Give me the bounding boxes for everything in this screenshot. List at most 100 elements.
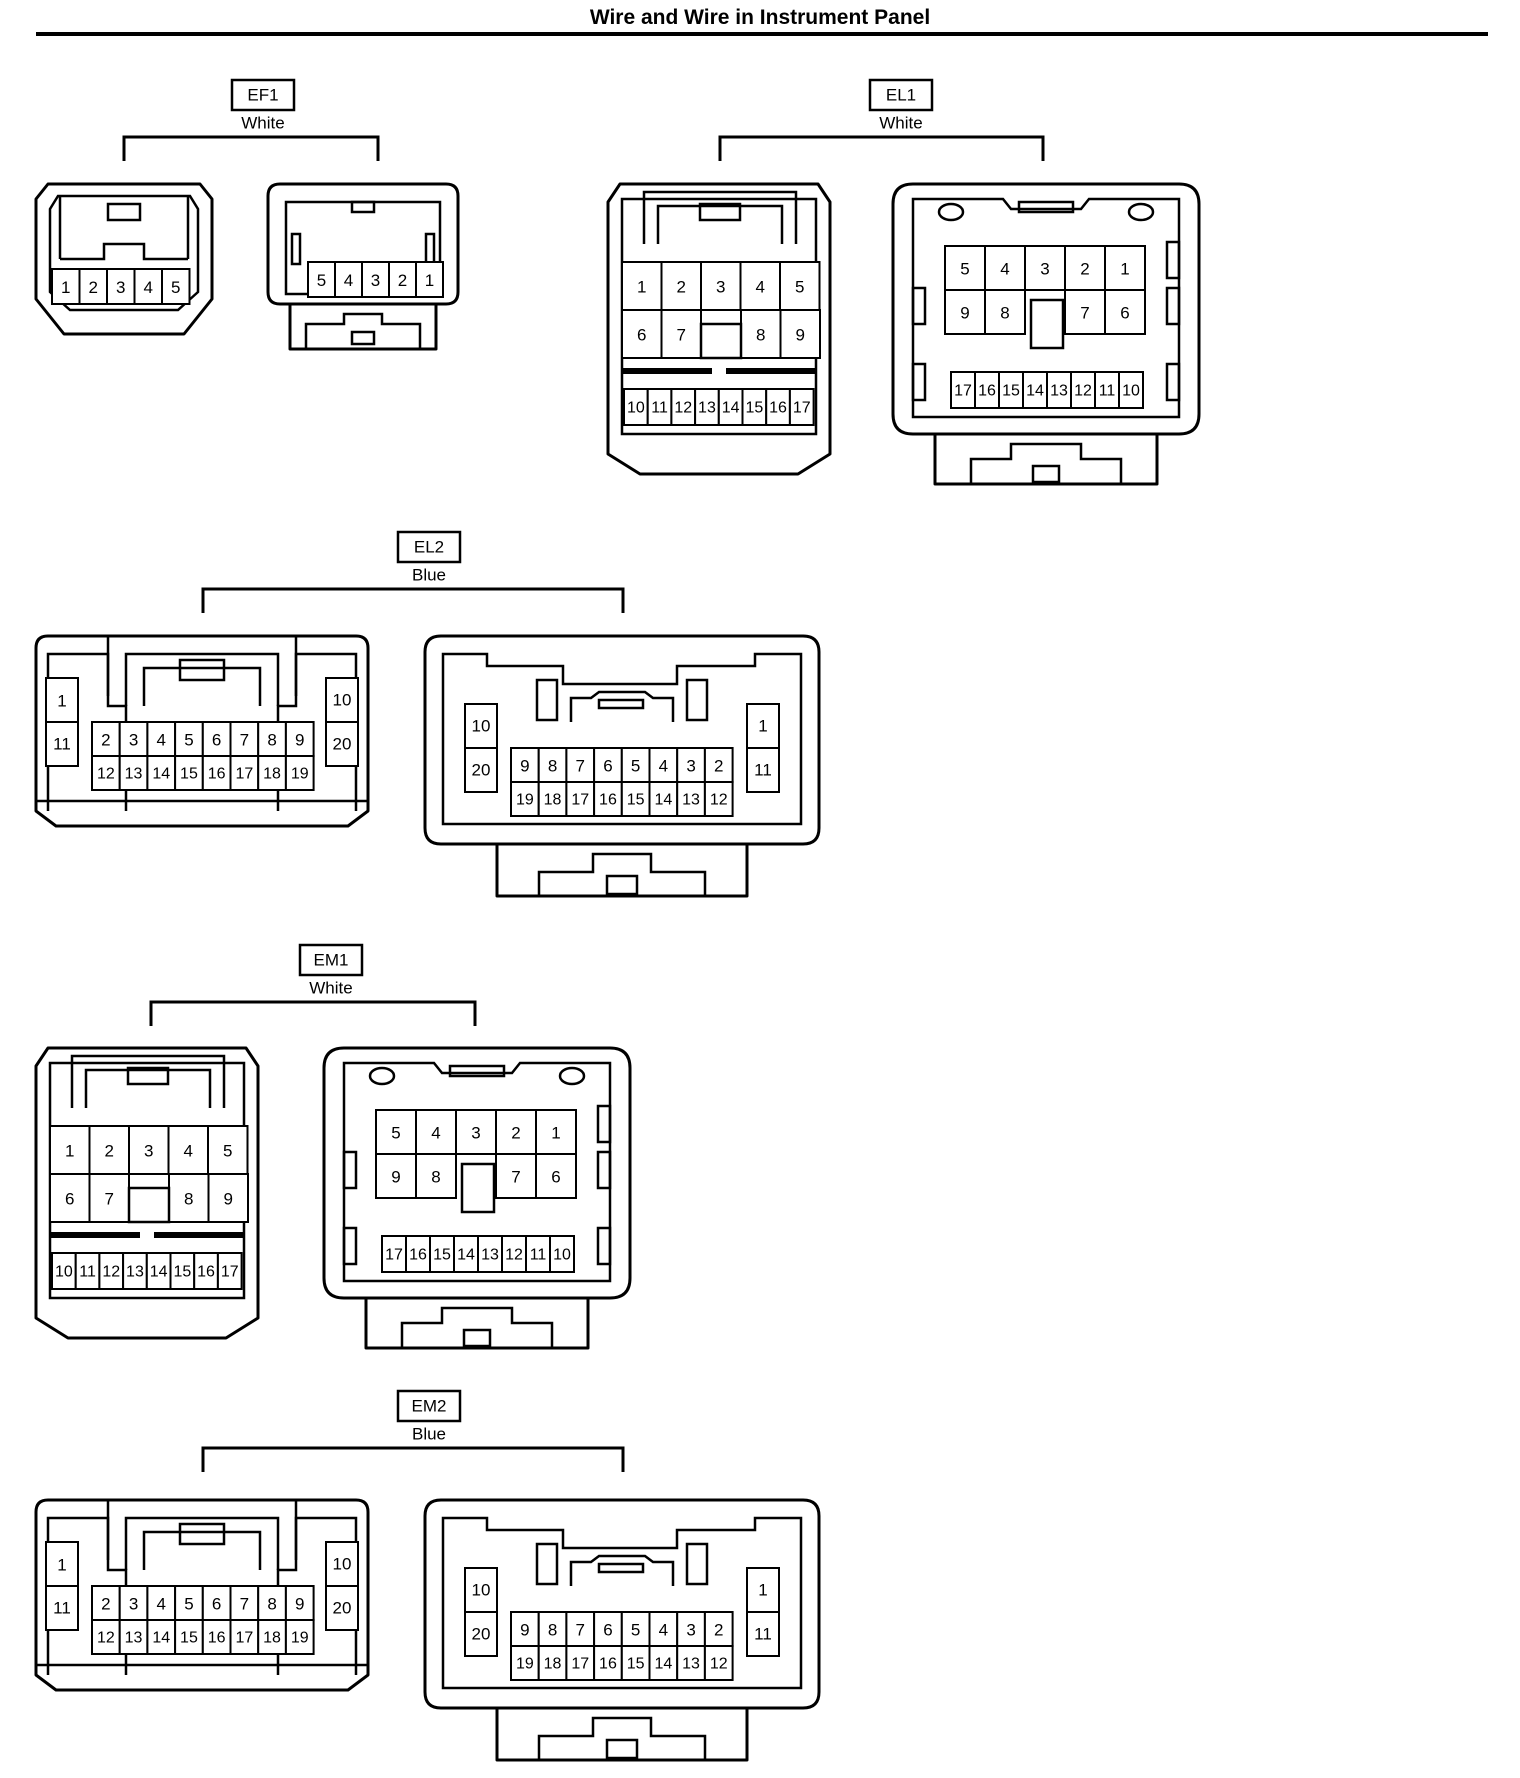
lock-housing [364,1296,590,1350]
connector-inner [342,1061,612,1283]
pin-number: 1 [61,278,70,297]
pin-number: 13 [698,400,716,417]
pin-number: 16 [197,1264,215,1281]
pin-number: 11 [754,1625,772,1644]
pin-number: 3 [371,271,380,290]
pin-number: 10 [472,717,491,736]
pin-cell [593,1611,623,1647]
pin-cell [1064,289,1106,335]
side-key [535,678,559,722]
side-key [424,232,436,266]
connector-color: White [241,114,284,133]
pin-number: 8 [1000,304,1009,323]
pin-number: 17 [793,400,811,417]
pin-number: 17 [571,792,589,809]
pin-cell [1022,371,1048,409]
pin-number: 7 [576,1621,585,1640]
pin-number: 5 [960,260,969,279]
pin-number: 8 [184,1190,193,1209]
key-slot [699,322,743,360]
pin-number: 5 [184,1595,193,1614]
side-key [342,1150,358,1190]
latch-rail [656,204,784,244]
pin-number: 8 [548,757,557,776]
connector-color: White [879,114,922,133]
latch-tab [178,658,226,682]
pin-number: 10 [472,1581,491,1600]
pin-cell [495,1109,537,1155]
pin-number: 6 [212,731,221,750]
lock-housing [495,842,749,898]
pin-number: 11 [53,1599,71,1618]
pin-cell [307,261,336,298]
pin-number: 16 [769,400,787,417]
pin-cell [216,1252,243,1290]
pin-number: 17 [235,1630,253,1647]
pin-cell [257,755,287,791]
pin-number: 5 [795,278,804,297]
pin-cell [593,1645,623,1681]
pin-number: 13 [682,792,700,809]
latch-rail [84,1068,212,1108]
grouping-bracket [201,587,625,613]
pin-cell [477,1235,503,1273]
pin-number: 9 [391,1168,400,1187]
pin-cell [984,289,1026,335]
pin-number: 6 [65,1190,74,1209]
side-key [290,232,302,266]
pin-cell [88,1125,130,1175]
pin-number: 7 [576,757,585,776]
grouping-bracket [718,135,1045,161]
latch-rail [124,1516,280,1570]
pin-cell [565,781,596,817]
pin-number: 16 [978,383,996,400]
pin-number: 18 [544,1656,562,1673]
pin-number: 5 [631,1621,640,1640]
pin-number: 1 [1120,260,1129,279]
connector-body [606,182,832,476]
pin-number: 14 [1026,383,1044,400]
grouping-bracket [149,1000,477,1026]
lock-housing [288,302,438,351]
side-key [596,1226,612,1266]
pin-number: 17 [235,766,253,783]
side-key [685,1542,709,1586]
pin-number: 8 [267,1595,276,1614]
pin-number: 8 [756,326,765,345]
pin-cell [146,1585,177,1621]
pin-cell [128,1125,170,1175]
connector-color: Blue [412,1425,446,1444]
pin-cell [375,1109,417,1155]
pin-number: 11 [651,400,668,417]
pin-cell [455,1109,497,1155]
pin-number: 6 [603,1621,612,1640]
grouping-bracket [201,1446,625,1472]
pin-number: 12 [1074,383,1092,400]
pin-number: 19 [516,1656,534,1673]
pin-cell [405,1235,431,1273]
latch-tab [1017,200,1075,214]
lock-tab [462,1328,492,1348]
pin-number: 2 [677,278,686,297]
latch-tab [350,200,376,214]
divider-bar [726,368,816,374]
connector-inner [48,1061,246,1108]
latch-rail [106,1500,298,1560]
pin-number: 18 [263,1630,281,1647]
lock-housing [933,432,1159,486]
pin-number: 4 [157,731,166,750]
pin-number: 8 [267,731,276,750]
connector-code: EM1 [314,951,349,970]
pin-cell [415,1109,457,1155]
pin-cell [415,1153,457,1199]
pin-cell [620,747,651,783]
pin-number: 1 [65,1142,74,1161]
pin-cell [51,268,81,305]
pin-number: 12 [102,1264,120,1281]
pin-number: 2 [1080,260,1089,279]
pin-cell [510,781,540,817]
pin-cell [91,1619,121,1655]
